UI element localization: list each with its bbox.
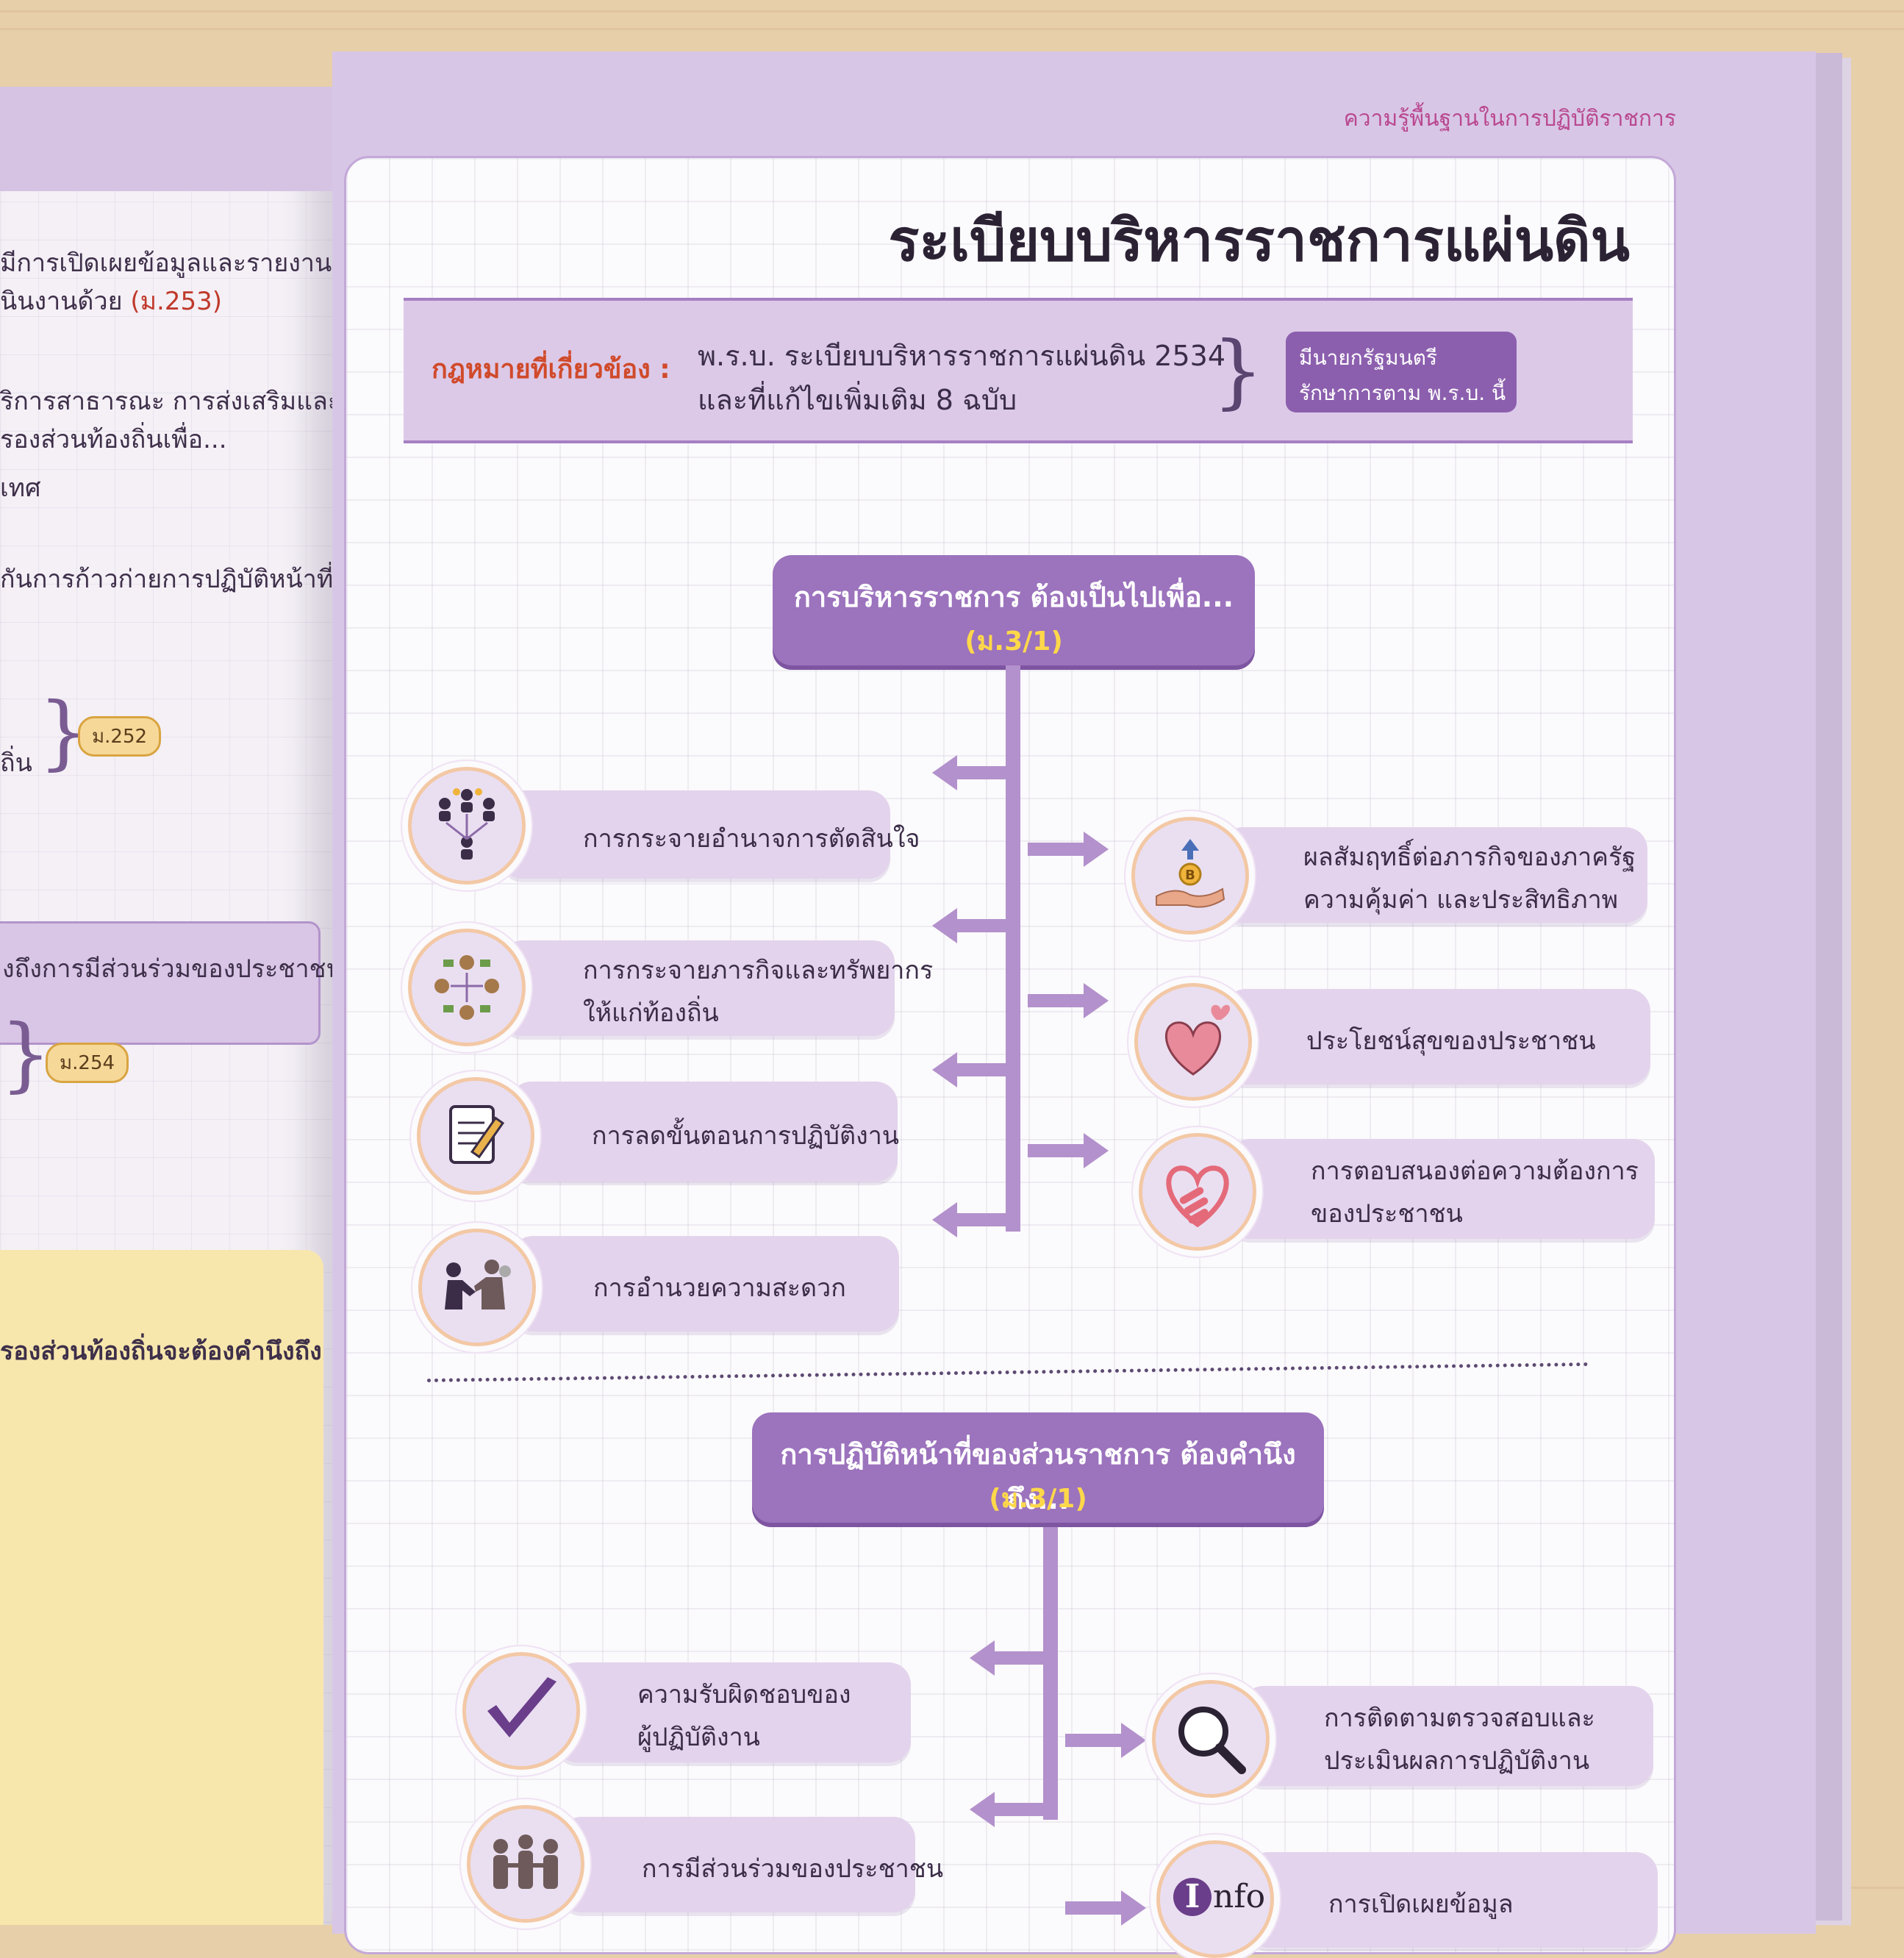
item-label: ประเมินผลการปฏิบัติงาน (1324, 1746, 1590, 1776)
connector-arrow-shaft (1065, 1734, 1124, 1747)
connector-arrow-head (1121, 1890, 1146, 1926)
section-tag: ม.254 (46, 1043, 129, 1083)
brace-symbol: } (0, 1007, 51, 1101)
law-box: กฎหมายที่เกี่ยวข้อง : พ.ร.บ. ระเบียบบริห… (404, 298, 1633, 443)
pm-badge-line: มีนายกรัฐมนตรี (1299, 346, 1437, 370)
svg-text:B: B (1185, 868, 1195, 883)
section1-item-left-0: การกระจายอำนาจการตัดสินใจ (501, 790, 920, 879)
item-label: ประโยชน์สุขของประชาชน (1306, 1026, 1596, 1056)
checkmark-icon (462, 1652, 580, 1770)
left-text-line: มีการเปิดเผยข้อมูลและรายงาน (0, 249, 332, 278)
item-label: ผลสัมฤทธิ์ต่อภารกิจของภาครัฐ (1303, 843, 1636, 872)
section1-item-right-1: ประโยชน์สุขของประชาชน (1224, 989, 1650, 1085)
content-panel: ระเบียบบริหารราชการแผ่นดิน กฎหมายที่เกี่… (344, 156, 1676, 1958)
item-label: ความรับผิดชอบของ (637, 1680, 851, 1709)
connector-arrow-head (970, 1792, 995, 1827)
connector-arrow-head (932, 755, 957, 790)
left-text-line: ถิ่น (0, 748, 32, 778)
item-label: การเปิดเผยข้อมูล (1328, 1890, 1514, 1919)
section1-item-right-0: ผลสัมฤทธิ์ต่อภารกิจของภาครัฐความคุ้มค่า … (1221, 827, 1647, 923)
connector-arrow-shaft (1028, 843, 1087, 856)
connector-arrow-head (932, 1052, 957, 1087)
connector-arrow-head (1084, 1133, 1109, 1168)
item-label: ให้แก่ท้องถิ่น (583, 998, 719, 1028)
item-label: การกระจายอำนาจการตัดสินใจ (583, 824, 920, 854)
connector-arrow-head (1084, 832, 1109, 867)
item-label: การติดตามตรวจสอบและ (1324, 1704, 1595, 1733)
connector-arrow-head (1121, 1723, 1146, 1758)
item-label: การตอบสนองต่อความต้องการ (1311, 1157, 1639, 1186)
heart-hands-icon (1139, 1133, 1256, 1251)
section-ref: (ม.253) (130, 287, 222, 316)
section2-item-right-1: การเปิดเผยข้อมูล (1246, 1852, 1658, 1948)
connector-arrow-shaft (992, 1803, 1051, 1816)
connector-arrow-shaft (1028, 994, 1087, 1007)
section2-heading: การปฏิบัติหน้าที่ของส่วนราชการ ต้องคำนึง… (780, 1438, 1296, 1515)
left-page-header-band (0, 87, 332, 191)
law-line: พ.ร.บ. ระเบียบบริหารราชการแผ่นดิน 2534 (698, 340, 1226, 372)
notepad-pencil-icon (417, 1077, 534, 1195)
left-text-line: ริการสาธารณะ การส่งเสริมและ (0, 387, 332, 416)
connector-arrow-head (1084, 983, 1109, 1018)
left-box-text: งถึงการมีส่วนร่วมของประชาชน (2, 954, 332, 984)
coin-hand-icon: B (1131, 817, 1249, 935)
section1-item-left-2: การลดขั้นตอนการปฏิบัติงาน (509, 1082, 900, 1182)
pm-badge-line: รักษาการตาม พ.ร.บ. นี้ (1299, 381, 1506, 405)
connector-arrow-head (970, 1640, 995, 1676)
left-text-line: เทศ (0, 474, 41, 503)
section2-item-left-1: การมีส่วนร่วมของประชาชน (559, 1817, 943, 1912)
connector-arrow-shaft (992, 1651, 1051, 1665)
left-text-line: รองส่วนท้องถิ่นเพื่อ... (0, 425, 227, 454)
magnifier-icon (1152, 1680, 1270, 1798)
item-label: การกระจายภารกิจและทรัพยากร (583, 956, 934, 985)
section1-ref: (ม.3/1) (964, 626, 1063, 657)
section1-header: การบริหารราชการ ต้องเป็นไปเพื่อ... (ม.3/… (773, 555, 1255, 665)
section2-ref: (ม.3/1) (989, 1484, 1087, 1514)
yellow-note-text: รองส่วนท้องถิ่นจะต้องคำนึงถึง (0, 1337, 322, 1366)
info-i-badge: I (1173, 1878, 1212, 1916)
connector-arrow-shaft (954, 1063, 1013, 1076)
item-label: ผู้ปฏิบัติงาน (637, 1723, 760, 1752)
left-highlight-box: งถึงการมีส่วนร่วมของประชาชน (0, 921, 332, 1045)
brace-symbol: } (1212, 324, 1264, 418)
law-label: กฎหมายที่เกี่ยวข้อง : (432, 354, 670, 385)
connector-arrow-shaft (954, 919, 1013, 932)
section2-item-right-0: การติดตามตรวจสอบและประเมินผลการปฏิบัติงา… (1242, 1686, 1653, 1786)
item-label: การมีส่วนร่วมของประชาชน (642, 1854, 944, 1884)
right-page: ความรู้พื้นฐานในการปฏิบัติราชการ ระเบียบ… (332, 51, 1816, 1958)
section2-header: การปฏิบัติหน้าที่ของส่วนราชการ ต้องคำนึง… (752, 1412, 1324, 1523)
item-label: ความคุ้มค่า และประสิทธิภาพ (1303, 885, 1619, 915)
section1-item-right-2: การตอบสนองต่อความต้องการของประชาชน (1228, 1139, 1655, 1239)
item-label: ของประชาชน (1311, 1199, 1463, 1229)
section1-item-left-3: การอำนวยความสะดวก (511, 1236, 899, 1332)
money-bags-icon (408, 929, 526, 1046)
item-label: การอำนวยความสะดวก (593, 1273, 846, 1303)
section1-heading: การบริหารราชการ ต้องเป็นไปเพื่อ... (793, 581, 1234, 613)
connector-arrow-shaft (1028, 1144, 1087, 1157)
yellow-note-panel: รองส่วนท้องถิ่นจะต้องคำนึงถึง (0, 1250, 323, 1925)
info-rest: nfo (1213, 1878, 1266, 1915)
connector-arrow-shaft (954, 766, 1013, 779)
law-line: และที่แก้ไขเพิ่มเติม 8 ฉบับ (698, 384, 1017, 416)
section1-item-left-1: การกระจายภารกิจและทรัพยากรให้แก่ท้องถิ่น (501, 940, 933, 1036)
connector-arrow-shaft (954, 1213, 1013, 1226)
left-text-line: กันการก้าวก่ายการปฏิบัติหน้าที่ (0, 565, 332, 594)
left-page: มีการเปิดเผยข้อมูลและรายงาน นินงานด้วย (… (0, 87, 332, 1925)
item-label: การลดขั้นตอนการปฏิบัติงาน (592, 1121, 900, 1151)
page-title: ระเบียบบริหารราชการแผ่นดิน (888, 208, 1630, 274)
connector-arrow-head (932, 1202, 957, 1237)
running-head: ความรู้พื้นฐานในการปฏิบัติราชการ (1343, 106, 1676, 132)
left-text-line: นินงานด้วย (ม.253) (0, 287, 222, 316)
connector-arrow-head (932, 908, 957, 943)
hearts-icon (1134, 983, 1252, 1101)
people-group-icon (467, 1805, 584, 1923)
section-tag: ม.252 (78, 716, 162, 757)
people-network-icon (408, 767, 526, 885)
handshake-people-icon (418, 1229, 536, 1346)
pm-badge: มีนายกรัฐมนตรี รักษาการตาม พ.ร.บ. นี้ (1286, 332, 1517, 412)
connector-arrow-shaft (1065, 1901, 1124, 1915)
section2-item-left-0: ความรับผิดชอบของผู้ปฏิบัติงาน (555, 1662, 911, 1762)
